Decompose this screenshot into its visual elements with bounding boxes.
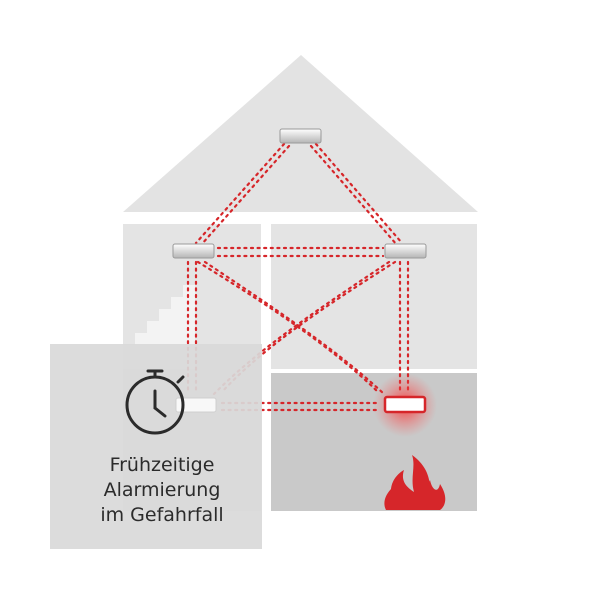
caption-line-2: Alarmierung xyxy=(103,479,221,501)
caption-line-1: Frühzeitige xyxy=(109,454,215,476)
alarm-room xyxy=(271,373,477,511)
upper-floor-right xyxy=(271,224,477,369)
early-warning-caption: Frühzeitige Alarmierung im Gefahrfall xyxy=(62,453,262,528)
stopwatch-icon xyxy=(125,369,185,435)
smoke-detector-alarm xyxy=(383,395,427,414)
smoke-detector-ground-left xyxy=(175,397,217,413)
caption-line-3: im Gefahrfall xyxy=(100,504,224,526)
smoke-detector-upper-left xyxy=(172,243,215,259)
smoke-detector-upper-right xyxy=(384,243,427,259)
smoke-detector-roof xyxy=(279,128,322,144)
fire-icon xyxy=(384,455,446,510)
